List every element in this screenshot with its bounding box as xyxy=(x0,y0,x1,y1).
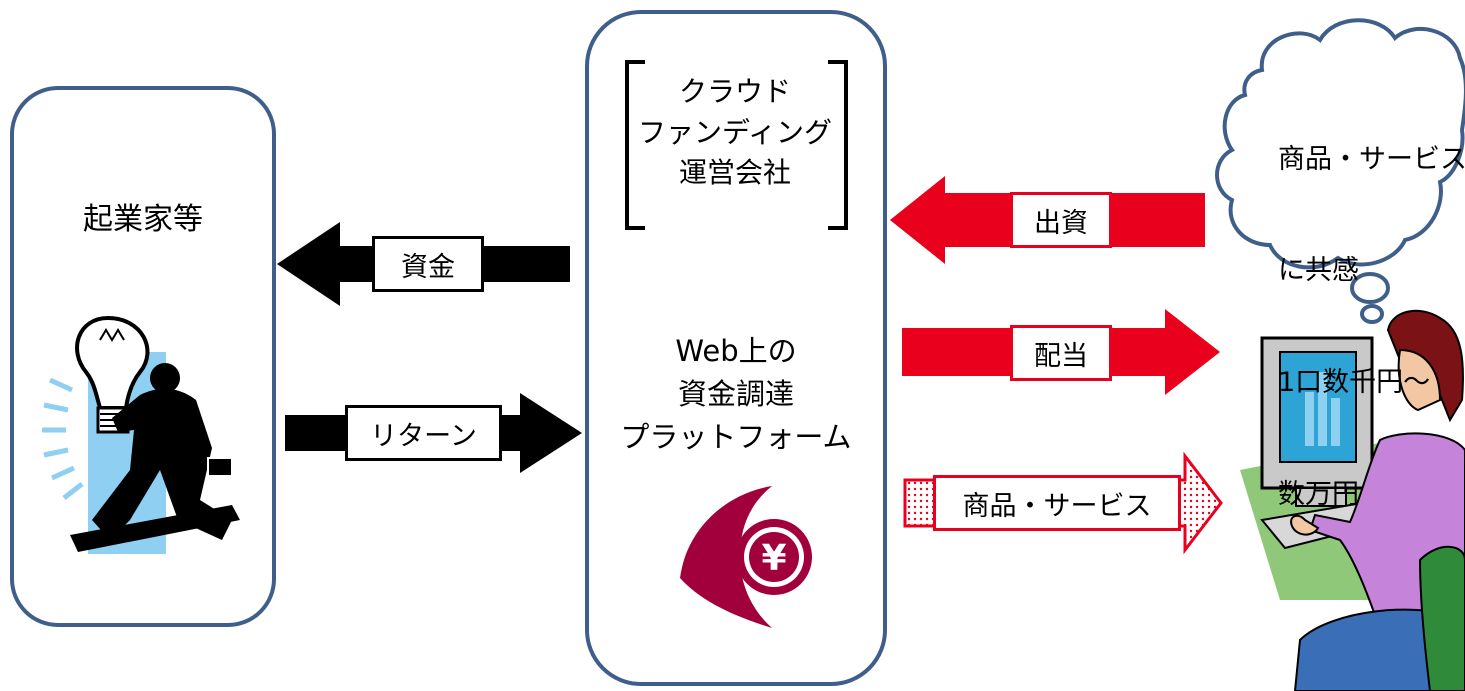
businessman-lightbulb-icon xyxy=(42,315,240,554)
return-label: リターン xyxy=(345,405,502,461)
operator-company-label: クラウド ファンディング 運営会社 xyxy=(630,72,840,194)
goods-services-label: 商品・サービス xyxy=(933,475,1181,531)
funds-label: 資金 xyxy=(372,236,484,292)
thought-line-1: 商品・サービス xyxy=(1278,143,1465,175)
woman-at-computer-icon xyxy=(1240,309,1465,691)
platform-line-2: 資金調達 xyxy=(677,376,794,411)
operator-line-1: クラウド xyxy=(678,75,791,108)
platform-label: Web上の 資金調達 プラットフォーム xyxy=(600,330,872,459)
investment-label: 出資 xyxy=(1010,192,1112,248)
thought-line-3: 1口数千円～ xyxy=(1278,367,1431,398)
thought-line-2: に共感 xyxy=(1278,255,1359,287)
entrepreneur-label: 起業家等 xyxy=(83,202,203,237)
platform-line-3: プラットフォーム xyxy=(620,419,852,454)
dividend-label: 配当 xyxy=(1010,325,1112,381)
bracket-right xyxy=(828,60,848,230)
operator-line-2: ファンディング xyxy=(637,115,833,149)
investor-thought-text: 商品・サービス に共感 1口数千円～ 数万円 xyxy=(1278,66,1465,550)
bracket-left xyxy=(625,60,645,230)
platform-line-1: Web上の xyxy=(675,334,797,368)
thought-cloud xyxy=(1215,18,1465,324)
yen-coin-icon: ¥ xyxy=(680,486,812,628)
thought-line-4: 数万円 xyxy=(1278,478,1359,510)
yen-symbol: ¥ xyxy=(761,538,786,579)
operator-line-3: 運営会社 xyxy=(678,156,791,190)
